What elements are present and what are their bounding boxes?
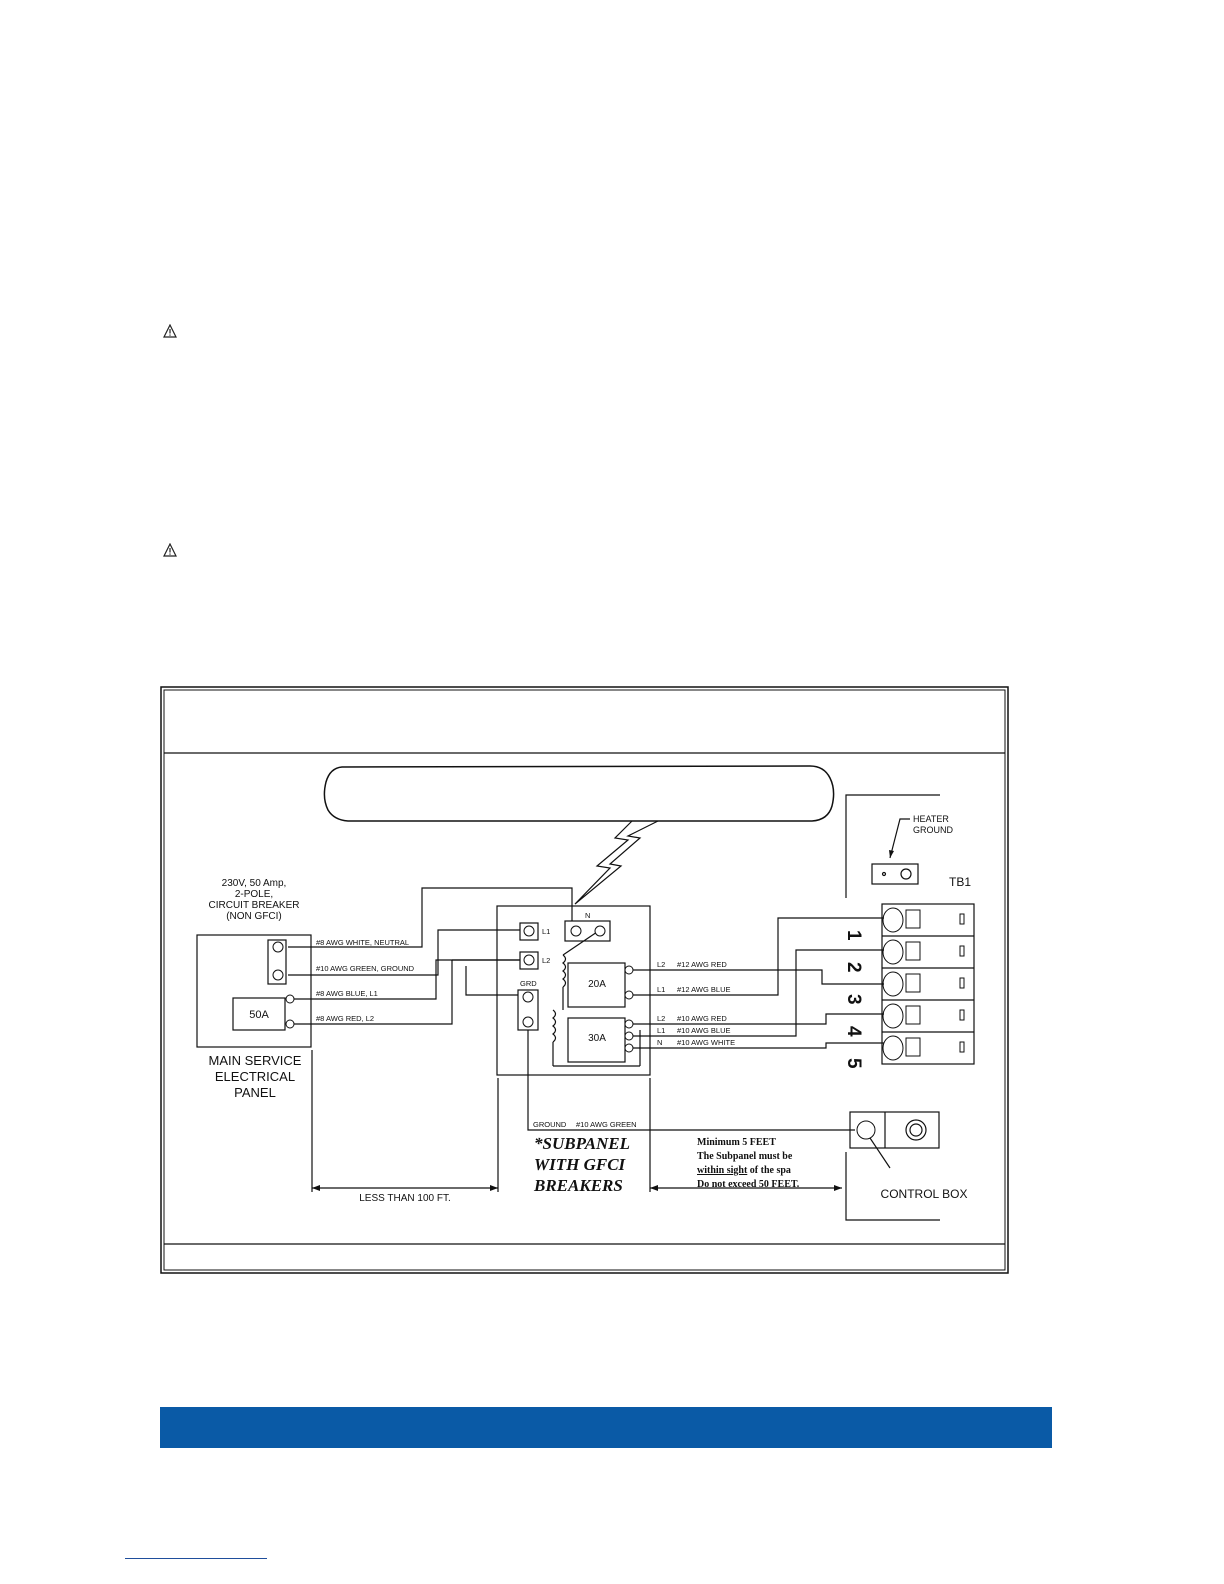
- screw-terminal-icon: [272, 925, 876, 1140]
- wire-line-label: N: [657, 1038, 662, 1047]
- wire-label: #12 AWG RED: [677, 960, 727, 969]
- placement-note: of the spa: [747, 1165, 791, 1176]
- breaker-spec-line: (NON GFCI): [226, 911, 282, 922]
- main-panel-label: PANEL: [234, 1085, 276, 1100]
- control-box-label: CONTROL BOX: [881, 1187, 968, 1201]
- terminal-label-n: N: [585, 911, 590, 920]
- ground-lug-icon: [871, 863, 919, 885]
- terminal-label-l1: L1: [542, 927, 550, 936]
- wire-label: #8 AWG WHITE, NEUTRAL: [316, 938, 409, 947]
- terminal-label-l2: L2: [542, 956, 550, 965]
- ground-wire-line: GROUND: [533, 1120, 567, 1129]
- wire-label: #10 AWG WHITE: [677, 1038, 735, 1047]
- distance-label: LESS THAN 100 FT.: [359, 1193, 451, 1204]
- subpanel-label: WITH GFCI: [534, 1155, 627, 1174]
- wire-label: #12 AWG BLUE: [677, 985, 731, 994]
- terminal-number: 4: [843, 1026, 864, 1037]
- tb1-label: TB1: [949, 875, 971, 889]
- subpanel-label: *SUBPANEL: [534, 1134, 630, 1153]
- wire-line-label: L1: [657, 985, 665, 994]
- placement-note: Minimum 5 FEET: [697, 1137, 776, 1148]
- heater-ground-label: HEATER: [913, 814, 949, 824]
- warning-icon: [163, 324, 177, 338]
- wire-label: #10 AWG BLUE: [677, 1026, 731, 1035]
- main-panel-label: MAIN SERVICE: [209, 1053, 302, 1068]
- placement-note-emphasis: within sight: [697, 1165, 748, 1176]
- lightning-icon: [574, 820, 659, 905]
- wire-label: #8 AWG RED, L2: [316, 1014, 374, 1023]
- terminal-number: 3: [843, 994, 864, 1005]
- warning-icon: [163, 543, 177, 557]
- wire-line-label: L1: [657, 1026, 665, 1035]
- terminal-number: 5: [843, 1058, 864, 1069]
- terminal-number: 2: [843, 962, 864, 973]
- footer-bar: [160, 1407, 1052, 1448]
- main-panel-label: ELECTRICAL: [215, 1069, 295, 1084]
- placement-note: Do not exceed 50 FEET.: [697, 1179, 800, 1190]
- heater-ground-label: GROUND: [913, 825, 953, 835]
- ground-wire-label: #10 AWG GREEN: [576, 1120, 637, 1129]
- breaker-20a: 20A: [588, 979, 606, 990]
- subpanel-label: BREAKERS: [533, 1176, 623, 1195]
- placement-note: The Subpanel must be: [697, 1151, 793, 1162]
- breaker-spec-line: 230V, 50 Amp,: [222, 878, 287, 889]
- breaker-spec-line: CIRCUIT BREAKER: [209, 900, 300, 911]
- wire-label: #8 AWG BLUE, L1: [316, 989, 378, 998]
- wire-line-label: L2: [657, 960, 665, 969]
- terminal-label-grd: GRD: [520, 979, 537, 988]
- svg-text:within sight of the spa: within sight of the spa: [697, 1165, 791, 1176]
- wire-label: #10 AWG RED: [677, 1014, 727, 1023]
- wire-line-label: L2: [657, 1014, 665, 1023]
- wire-label: #10 AWG GREEN, GROUND: [316, 964, 415, 973]
- breaker-spec-line: 2-POLE,: [235, 889, 273, 900]
- main-breaker-rating: 50A: [249, 1009, 269, 1021]
- breaker-30a: 30A: [588, 1033, 606, 1044]
- terminal-number: 1: [843, 930, 864, 941]
- footnote-rule: [125, 1558, 267, 1559]
